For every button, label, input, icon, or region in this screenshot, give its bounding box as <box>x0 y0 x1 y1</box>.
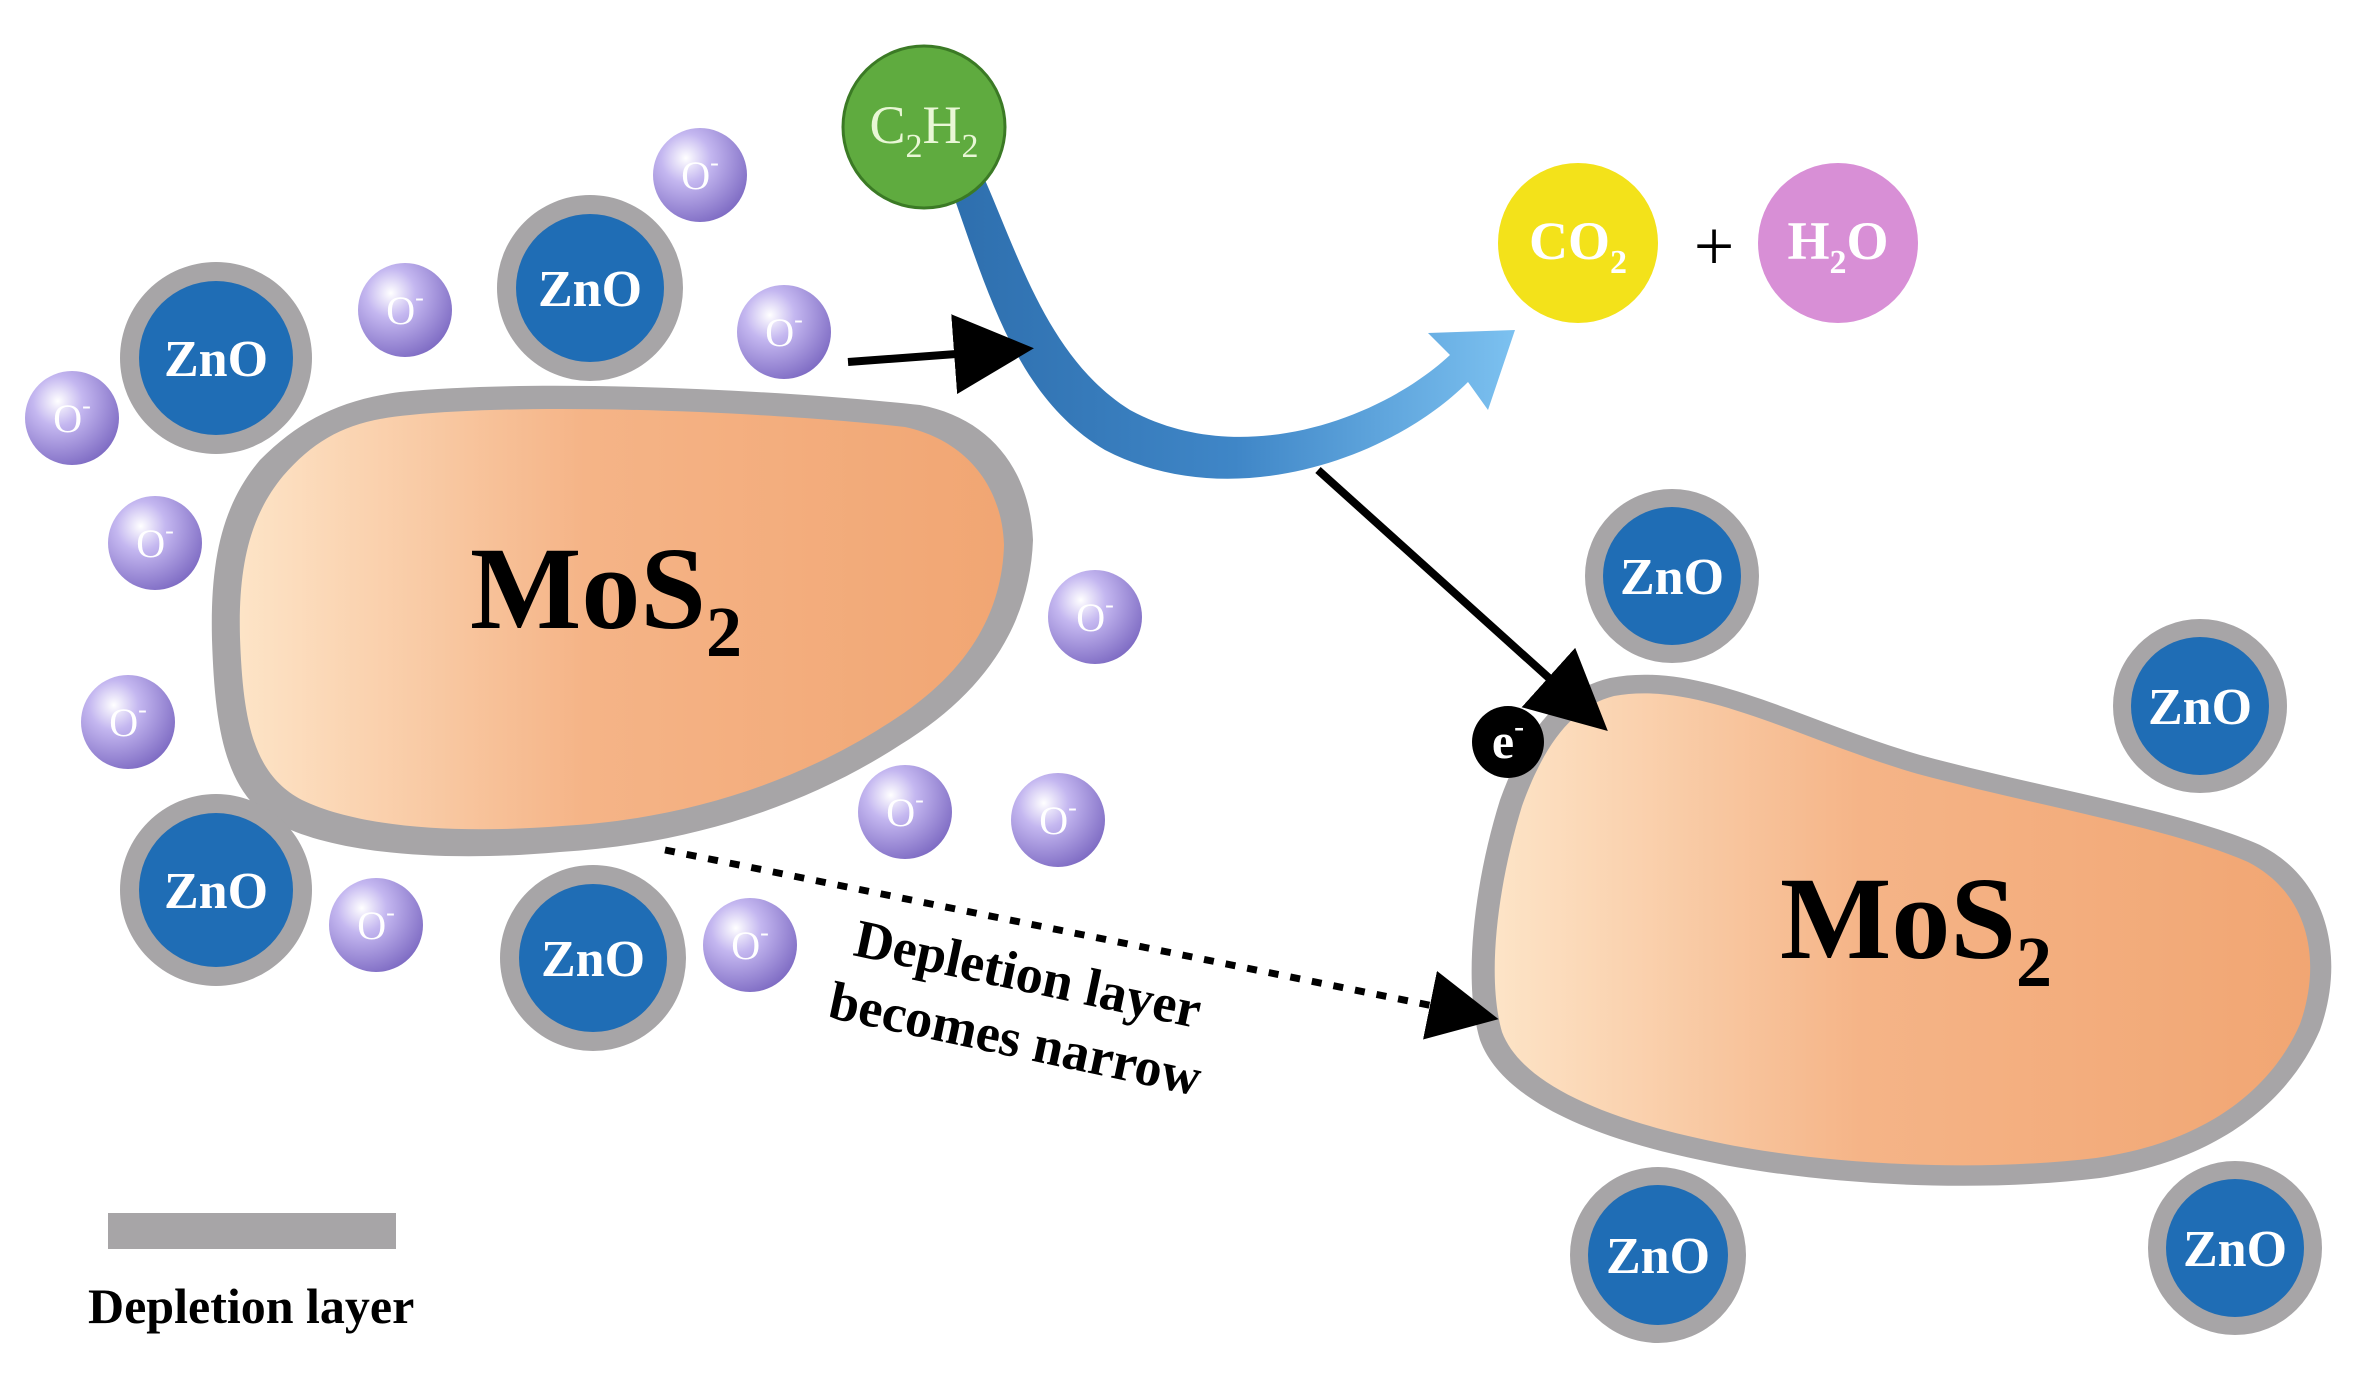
svg-text:O-: O- <box>109 695 147 745</box>
svg-text:O-: O- <box>136 516 174 566</box>
oxygen-ion: O- <box>329 878 423 972</box>
left-mos2-body <box>239 408 1004 830</box>
oxygen-ion: O- <box>858 765 952 859</box>
svg-text:C2H2: C2H2 <box>869 95 978 165</box>
depletion-annotation: Depletion layer becomes narrow <box>824 906 1220 1108</box>
electron-return-arrow <box>1315 467 1608 732</box>
oxygen-ion: O- <box>81 675 175 769</box>
oxygen-ion: O- <box>25 371 119 465</box>
zno-particle: ZnO <box>2113 619 2287 793</box>
electron: e- <box>1472 706 1544 778</box>
svg-text:O-: O- <box>357 898 395 948</box>
svg-text:ZnO: ZnO <box>538 261 642 318</box>
reaction-curved-arrow <box>955 180 1515 479</box>
svg-text:O-: O- <box>1039 793 1077 843</box>
c2h2-molecule: C2H2 <box>841 44 1007 210</box>
svg-text:O-: O- <box>681 148 719 198</box>
oxygen-ion: O- <box>1011 773 1105 867</box>
left-mos2-particle: MoS2 <box>211 385 1033 857</box>
zno-particle: ZnO <box>2148 1161 2322 1335</box>
svg-text:e-: e- <box>1492 710 1524 769</box>
right-mos2-label: MoS2 <box>1780 853 2052 1002</box>
zno-particle: ZnO <box>120 262 312 454</box>
right-mos2-body <box>1494 693 2311 1166</box>
oxygen-ion: O- <box>358 263 452 357</box>
svg-text:ZnO: ZnO <box>164 331 268 388</box>
oxygen-ion: O- <box>737 285 831 379</box>
zno-particle: ZnO <box>1570 1167 1746 1343</box>
svg-text:ZnO: ZnO <box>1620 549 1724 606</box>
oxygen-to-reaction-arrow <box>847 314 1034 395</box>
oxygen-ion: O- <box>108 496 202 590</box>
svg-text:ZnO: ZnO <box>2183 1221 2287 1278</box>
oxygen-ion: O- <box>1048 570 1142 664</box>
oxygen-ion: O- <box>703 898 797 992</box>
h2o-molecule: H2O <box>1758 163 1918 323</box>
legend-depletion-swatch <box>108 1213 396 1249</box>
left-mos2-label: MoS2 <box>470 523 742 672</box>
co2-molecule: CO2 <box>1498 163 1658 323</box>
zno-particle: ZnO <box>497 195 683 381</box>
oxygen-ion: O- <box>653 128 747 222</box>
zno-particle: ZnO <box>1585 489 1759 663</box>
svg-text:ZnO: ZnO <box>541 931 645 988</box>
svg-text:O-: O- <box>53 391 91 441</box>
svg-text:O-: O- <box>1076 590 1114 640</box>
zno-particle: ZnO <box>500 865 686 1051</box>
legend: Depletion layer <box>88 1213 414 1334</box>
svg-text:ZnO: ZnO <box>164 863 268 920</box>
svg-text:CO2: CO2 <box>1529 211 1627 281</box>
svg-text:O-: O- <box>386 283 424 333</box>
right-mos2-particle: MoS2 <box>1471 674 2332 1186</box>
plus-sign: + <box>1694 206 1735 286</box>
zno-particle: ZnO <box>120 794 312 986</box>
svg-text:O-: O- <box>731 918 769 968</box>
svg-text:H2O: H2O <box>1787 211 1888 281</box>
legend-label: Depletion layer <box>88 1278 414 1334</box>
svg-text:O-: O- <box>765 305 803 355</box>
svg-text:O-: O- <box>886 785 924 835</box>
svg-text:ZnO: ZnO <box>2148 679 2252 736</box>
depletion-change-dotted-arrow <box>664 846 1499 1040</box>
svg-text:ZnO: ZnO <box>1606 1228 1710 1285</box>
